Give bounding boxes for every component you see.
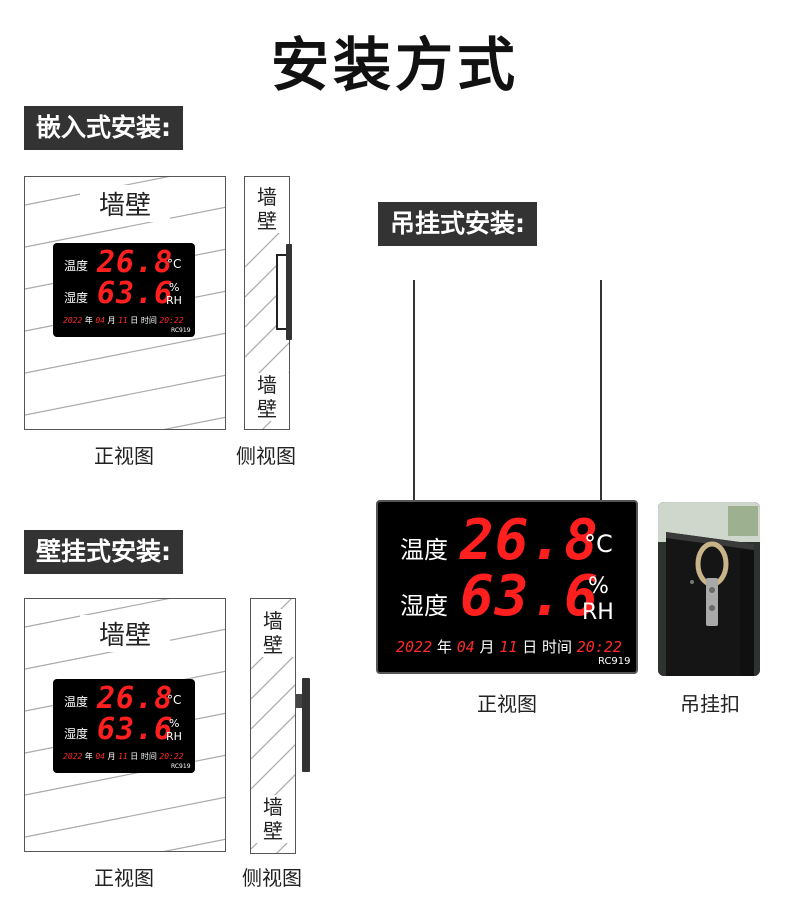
hanging-cord-left — [413, 280, 415, 502]
section-label-wall: 壁挂式安装: — [24, 530, 183, 574]
month-label: 月 — [107, 752, 116, 761]
time: 20:22 — [159, 752, 184, 761]
section-label-hanging: 吊挂式安装: — [378, 202, 537, 246]
day: 11 — [118, 316, 128, 325]
year: 2022 — [63, 752, 83, 761]
wall-char: 墙 — [257, 373, 277, 397]
wall-char: 壁 — [257, 209, 277, 233]
time: 20:22 — [576, 638, 622, 656]
temp-unit: °C — [167, 257, 182, 271]
model-number: RC919 — [171, 327, 191, 334]
month: 04 — [456, 638, 475, 656]
date-time-row: 2022 年 04 月 11 日 时间 20:22 — [396, 636, 622, 657]
wall-char: 壁 — [263, 633, 283, 657]
day: 11 — [118, 752, 128, 761]
wall-side-wall: 墙 壁 墙 壁 — [250, 598, 296, 854]
time: 20:22 — [159, 316, 184, 325]
month-label: 月 — [479, 638, 495, 656]
month: 04 — [95, 752, 105, 761]
device-display-small: 温度 26.8 °C 湿度 63.6 % RH 2022 年 04 月 11 日… — [53, 679, 195, 773]
embedded-front-wall: 墙壁 温度 26.8 °C 湿度 63.6 % RH 2022 年 04 月 1… — [24, 176, 226, 430]
device-display-small: 温度 26.8 °C 湿度 63.6 % RH 2022 年 04 月 11 日… — [53, 243, 195, 337]
side-wall-label-bottom: 墙 壁 — [251, 795, 295, 843]
wall-side-caption: 侧视图 — [242, 866, 302, 890]
year: 2022 — [396, 638, 433, 656]
hum-label: 湿度 — [400, 592, 448, 620]
section-label-embedded: 嵌入式安装: — [24, 106, 183, 150]
side-wall-label-bottom: 墙 壁 — [245, 373, 289, 421]
year-label: 年 — [436, 638, 452, 656]
hum-label: 湿度 — [64, 291, 89, 305]
embedded-front-caption: 正视图 — [94, 444, 154, 468]
hum-unit-top: % — [169, 717, 180, 730]
hanging-buckle-photo — [658, 502, 760, 676]
hanging-front-caption: 正视图 — [477, 692, 537, 716]
date-time-row: 2022 年 04 月 11 日 时间 20:22 — [63, 315, 183, 326]
wall-device-side — [302, 678, 310, 772]
hum-label: 湿度 — [64, 727, 89, 741]
hum-value: 63.6 — [97, 712, 174, 747]
temp-value: 26.8 — [97, 681, 174, 716]
month: 04 — [95, 316, 105, 325]
temp-value: 26.8 — [460, 508, 599, 573]
year-label: 年 — [84, 316, 93, 325]
year-label: 年 — [84, 752, 93, 761]
device-display-large: 温度 26.8 °C 湿度 63.6 % RH 2022 年 04 月 11 日… — [376, 500, 638, 674]
side-wall-label-top: 墙 壁 — [245, 185, 289, 233]
temp-unit: °C — [584, 530, 613, 558]
embedded-side-caption: 侧视图 — [236, 444, 296, 468]
model-number: RC919 — [171, 763, 191, 770]
embedded-device-recess — [276, 254, 288, 330]
model-number: RC919 — [598, 656, 631, 667]
page-title: 安装方式 — [270, 31, 519, 99]
wall-label: 墙壁 — [80, 615, 170, 652]
hum-unit-bottom: RH — [582, 600, 614, 625]
wall-char: 墙 — [263, 609, 283, 633]
month-label: 月 — [107, 316, 116, 325]
date-time-row: 2022 年 04 月 11 日 时间 20:22 — [63, 751, 183, 762]
hum-unit-top: % — [169, 281, 180, 294]
side-wall-label-top: 墙 壁 — [251, 609, 295, 657]
hanging-cord-right — [600, 280, 602, 502]
hum-value: 63.6 — [460, 564, 599, 629]
wall-char: 壁 — [257, 397, 277, 421]
year: 2022 — [63, 316, 83, 325]
temp-unit: °C — [167, 693, 182, 707]
temp-value: 26.8 — [97, 245, 174, 280]
wall-front-caption: 正视图 — [94, 866, 154, 890]
wall-char: 墙 — [263, 795, 283, 819]
temp-label: 温度 — [64, 695, 89, 709]
embedded-device-side — [286, 244, 292, 340]
temp-label: 温度 — [400, 536, 448, 564]
wall-front-wall: 墙壁 温度 26.8 °C 湿度 63.6 % RH 2022 年 04 月 1… — [24, 598, 226, 852]
wall-label: 墙壁 — [80, 185, 170, 222]
hum-unit-top: % — [588, 574, 609, 599]
hum-value: 63.6 — [97, 276, 174, 311]
time-label: 时间 — [140, 316, 157, 325]
time-label: 时间 — [140, 752, 157, 761]
day: 11 — [499, 638, 518, 656]
day-label: 日 — [130, 752, 139, 761]
temp-label: 温度 — [64, 259, 89, 273]
wall-bracket — [296, 694, 302, 708]
day-label: 日 — [130, 316, 139, 325]
wall-char: 墙 — [257, 185, 277, 209]
hanging-buckle-icon — [658, 502, 760, 676]
hum-unit-bottom: RH — [166, 730, 182, 743]
time-label: 时间 — [541, 638, 572, 656]
hanging-buckle-caption: 吊挂扣 — [680, 692, 740, 716]
hum-unit-bottom: RH — [166, 294, 182, 307]
wall-char: 壁 — [263, 819, 283, 843]
day-label: 日 — [522, 638, 538, 656]
